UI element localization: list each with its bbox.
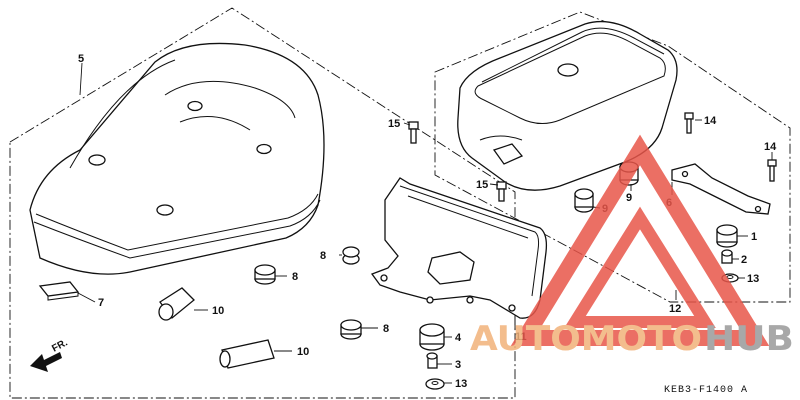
label-7: 7 — [98, 297, 104, 309]
watermark-triangle-icon — [510, 134, 770, 346]
cushion-4 — [419, 323, 445, 351]
bolt-15-upper — [408, 121, 419, 144]
cushion-1 — [716, 224, 738, 248]
label-15-upper: 15 — [388, 118, 400, 130]
label-14-right: 14 — [764, 141, 777, 153]
label-10-upper: 10 — [212, 305, 224, 317]
seat — [29, 42, 325, 275]
front-arrow: FR. — [30, 337, 70, 372]
bracket-6 — [671, 163, 771, 215]
washer-13-lower — [425, 378, 445, 390]
bolt-14-left — [684, 112, 694, 134]
grommet-8-upper — [342, 246, 360, 265]
cowl-group-frame — [434, 11, 791, 303]
watermark-text-hub: HUB — [704, 319, 794, 359]
label-8-middle: 8 — [292, 271, 298, 283]
label-3: 3 — [455, 359, 461, 371]
label-8-lower: 8 — [383, 323, 389, 335]
label-8-upper: 8 — [320, 250, 326, 262]
bolt-14-right — [767, 159, 777, 182]
diagram-code: KEB3-F1400 A — [664, 385, 748, 396]
label-14-left: 14 — [704, 115, 717, 127]
label-2: 2 — [741, 254, 747, 266]
grommet-8-lower — [340, 319, 362, 340]
leader-lines — [77, 62, 773, 384]
cushion-10-lower — [219, 339, 275, 369]
cushion-7 — [38, 281, 80, 301]
label-5: 5 — [78, 53, 84, 65]
watermark: AUTOMOTO HUB — [470, 134, 794, 359]
collar-3 — [426, 352, 438, 369]
tail-cowl — [457, 20, 678, 191]
bolt-15-lower — [496, 181, 507, 202]
label-12: 12 — [669, 303, 681, 315]
front-marker: FR. — [50, 337, 70, 354]
seat-group-frame — [9, 7, 516, 399]
cushion-10-upper — [158, 287, 195, 321]
label-13-right: 13 — [747, 273, 759, 285]
label-15-lower: 15 — [476, 179, 488, 191]
label-10-lower: 10 — [297, 346, 309, 358]
watermark-text-automoto: AUTOMOTO — [470, 319, 702, 359]
label-9-right: 9 — [626, 192, 632, 204]
grommet-8-middle — [254, 264, 276, 285]
label-4: 4 — [455, 332, 462, 344]
label-1: 1 — [751, 231, 757, 243]
seat-bracket — [370, 177, 548, 319]
collar-2 — [721, 249, 733, 264]
grommet-9-left — [574, 188, 594, 213]
label-13-lower: 13 — [455, 378, 467, 390]
